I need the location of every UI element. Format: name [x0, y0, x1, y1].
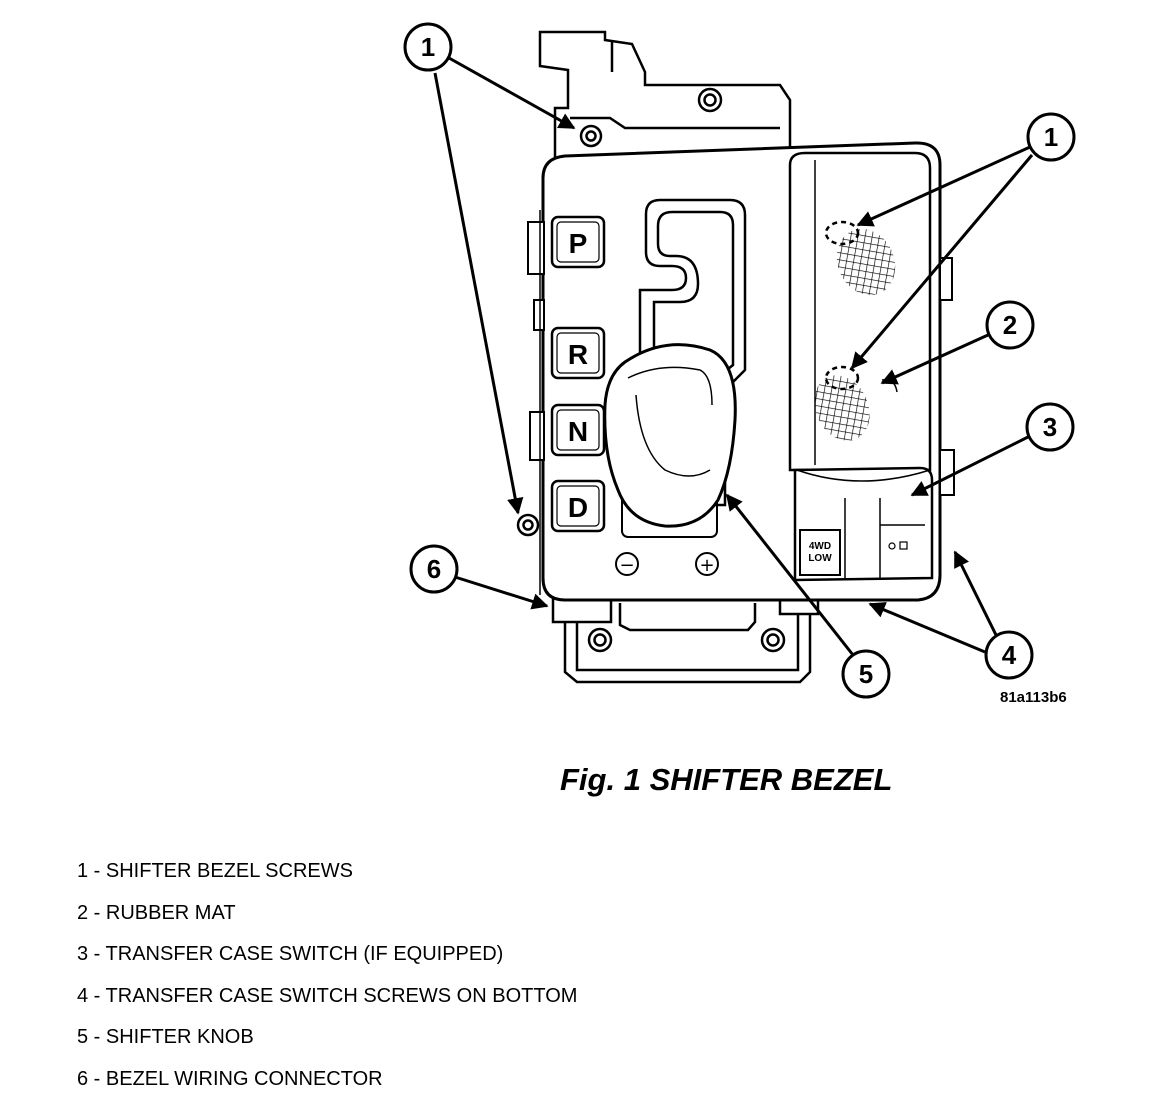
- manual-shift-minus[interactable]: −: [615, 552, 639, 576]
- callout-arrows: [433, 56, 1034, 656]
- figure-id: 81a113b6: [1000, 689, 1067, 706]
- callout-6-number: 6: [427, 554, 441, 584]
- legend-item-4: 4 - TRANSFER CASE SWITCH SCREWS ON BOTTO…: [77, 984, 578, 1007]
- gear-label-r: R: [568, 339, 588, 370]
- callout-1-left: 1: [403, 22, 453, 72]
- callout-2-number: 2: [1003, 310, 1017, 340]
- legend-item-6: 6 - BEZEL WIRING CONNECTOR: [77, 1067, 383, 1090]
- shifter-knob[interactable]: [603, 343, 737, 528]
- callout-1-left-number: 1: [421, 32, 435, 62]
- gear-button-p[interactable]: P: [550, 215, 606, 269]
- front-mounting-bracket: [551, 596, 820, 684]
- switch-label-low: LOW: [808, 553, 832, 564]
- minus-symbol: −: [619, 555, 634, 576]
- manual-shift-plus[interactable]: +: [695, 552, 719, 576]
- gear-label-d: D: [568, 492, 588, 523]
- legend-item-1: 1 - SHIFTER BEZEL SCREWS: [77, 860, 353, 882]
- callout-5-number: 5: [859, 659, 873, 689]
- gear-button-r[interactable]: R: [550, 326, 606, 380]
- shifter-bezel-diagram: P R N D − + 4WD LOW: [403, 22, 1076, 706]
- transfer-case-switch[interactable]: 4WD LOW: [793, 466, 934, 582]
- parts-legend: 1 - SHIFTER BEZEL SCREWS 2 - RUBBER MAT …: [77, 855, 577, 1105]
- callout-3-number: 3: [1043, 412, 1057, 442]
- bezel-screw-top: [579, 124, 603, 148]
- legend-item-2: 2 - RUBBER MAT: [77, 901, 236, 924]
- gear-button-d[interactable]: D: [550, 479, 606, 533]
- callout-5: 5: [841, 649, 891, 699]
- gear-label-n: N: [568, 416, 588, 447]
- gear-button-n[interactable]: N: [550, 403, 606, 457]
- plus-symbol: +: [699, 555, 714, 576]
- callout-4: 4: [984, 630, 1034, 680]
- gear-label-p: P: [569, 228, 588, 259]
- callout-6: 6: [409, 544, 459, 594]
- callout-1-right: 1: [1026, 112, 1076, 162]
- mat-screw-locations: [824, 220, 860, 391]
- switch-label-4wd: 4WD: [809, 541, 831, 552]
- figure-caption: Fig. 1 SHIFTER BEZEL: [560, 762, 893, 797]
- callout-2: 2: [985, 300, 1035, 350]
- legend-item-3: 3 - TRANSFER CASE SWITCH (IF EQUIPPED): [77, 943, 504, 966]
- callout-1-right-number: 1: [1044, 122, 1058, 152]
- legend-item-5: 5 - SHIFTER KNOB: [77, 1026, 254, 1049]
- callout-4-number: 4: [1002, 640, 1017, 670]
- bezel-screw-bottom: [516, 513, 540, 537]
- rear-mounting-bracket: [538, 30, 792, 158]
- callout-3: 3: [1025, 402, 1075, 452]
